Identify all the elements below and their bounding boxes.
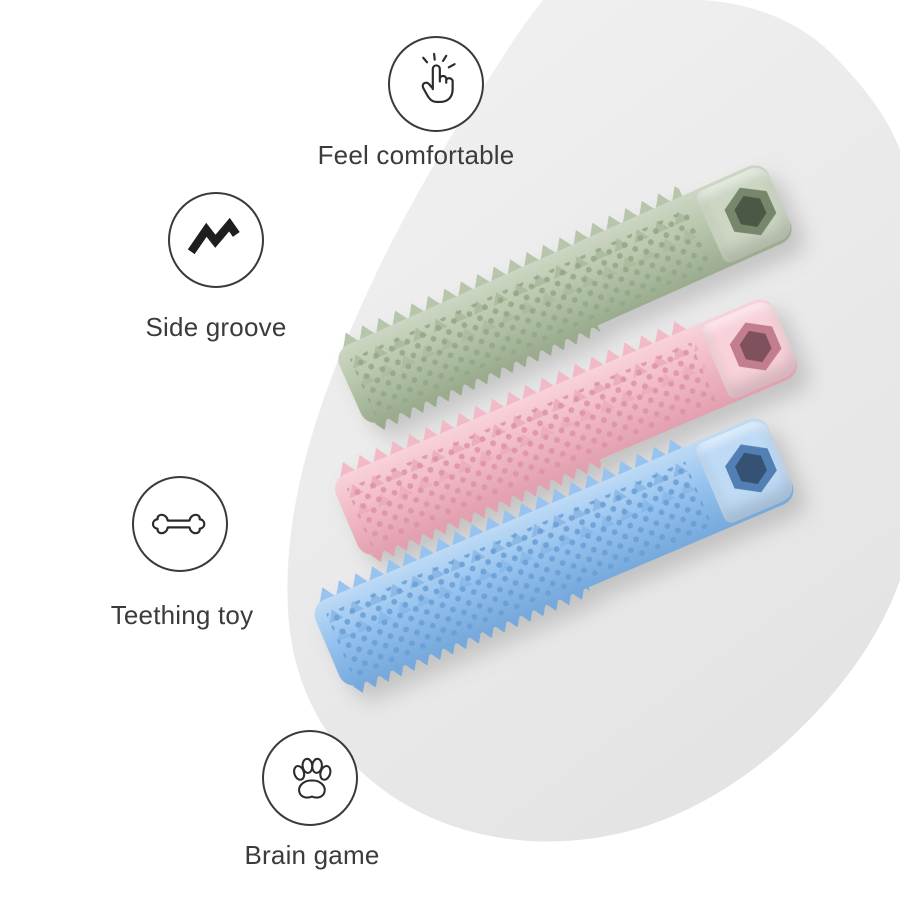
feature-circle-side-groove bbox=[168, 192, 264, 288]
tap-gesture-icon bbox=[421, 52, 456, 104]
toy-hex-hole bbox=[720, 435, 783, 501]
paw-icon bbox=[293, 757, 332, 799]
side-groove-icon bbox=[187, 217, 240, 255]
feature-label-teething-toy: Teething toy bbox=[110, 600, 254, 630]
feature-label-feel-comfortable: Feel comfortable bbox=[317, 140, 515, 170]
toy-hex-hole bbox=[724, 314, 787, 380]
feature-circle-feel-comfortable bbox=[388, 36, 484, 132]
feature-label-side-groove: Side groove bbox=[145, 312, 287, 342]
feature-circle-brain-game bbox=[262, 730, 358, 826]
feature-label-brain-game: Brain game bbox=[244, 840, 380, 870]
toy-hex-hole bbox=[719, 178, 782, 244]
bone-icon bbox=[151, 513, 206, 535]
feature-circle-teething-toy bbox=[132, 476, 228, 572]
